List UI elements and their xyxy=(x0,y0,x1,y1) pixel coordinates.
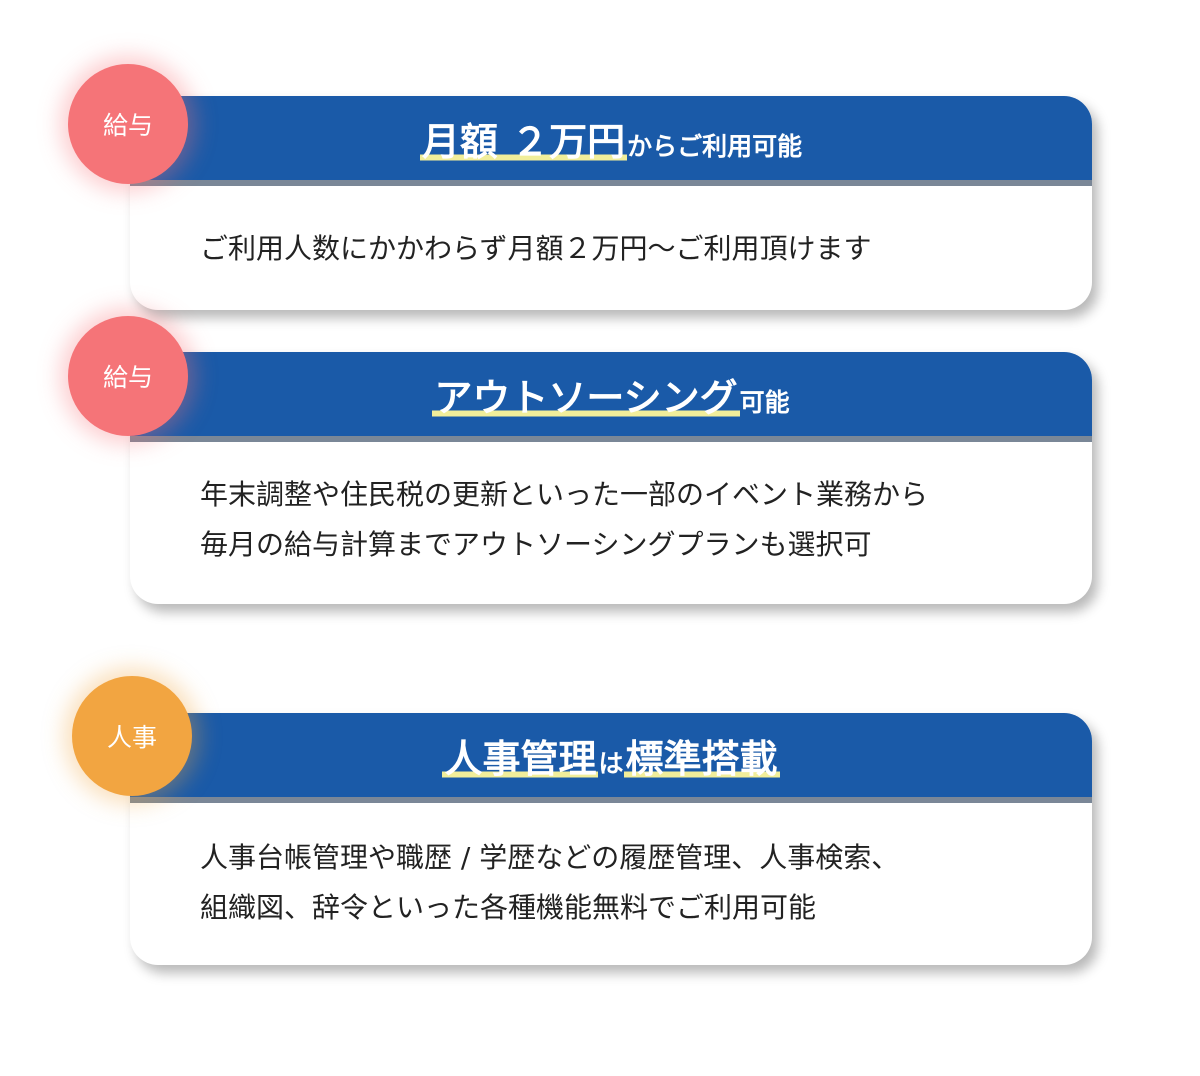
badge-hr: 人事 xyxy=(72,676,192,796)
card-title: 月額 ２万円からご利用可能 xyxy=(130,111,1092,166)
feature-card-hr: 人事管理は標準搭載 人事台帳管理や職歴 / 学歴などの履歴管理、人事検索、 組織… xyxy=(130,713,1092,965)
title-highlight: アウトソーシング xyxy=(432,376,740,420)
card-title: アウトソーシング可能 xyxy=(130,367,1092,422)
feature-card-outsourcing: アウトソーシング可能 年末調整や住民税の更新といった一部のイベント業務から 毎月… xyxy=(130,352,1092,604)
title-highlight: 月額 ２万円 xyxy=(419,120,628,164)
badge-salary: 給与 xyxy=(68,64,188,184)
card-body: ご利用人数にかかわらず月額２万円〜ご利用頂けます xyxy=(130,186,1092,274)
title-highlight: 標準搭載 xyxy=(623,737,780,781)
card-body: 人事台帳管理や職歴 / 学歴などの履歴管理、人事検索、 組織図、辞令といった各種… xyxy=(130,803,1092,933)
card-header: 人事管理は標準搭載 xyxy=(130,713,1092,803)
title-connector: は xyxy=(598,749,624,778)
body-line: 組織図、辞令といった各種機能無料でご利用可能 xyxy=(200,891,817,924)
body-line: 年末調整や住民税の更新といった一部のイベント業務から xyxy=(200,478,929,511)
title-suffix: からご利用可能 xyxy=(627,132,803,161)
card-title: 人事管理は標準搭載 xyxy=(130,728,1092,783)
title-highlight: 人事管理 xyxy=(442,737,599,781)
card-header: 月額 ２万円からご利用可能 xyxy=(130,96,1092,186)
body-line: ご利用人数にかかわらず月額２万円〜ご利用頂けます xyxy=(200,232,872,265)
title-suffix: 可能 xyxy=(739,388,790,417)
badge-salary: 給与 xyxy=(68,316,188,436)
card-header: アウトソーシング可能 xyxy=(130,352,1092,442)
feature-card-pricing: 月額 ２万円からご利用可能 ご利用人数にかかわらず月額２万円〜ご利用頂けます xyxy=(130,96,1092,310)
card-body: 年末調整や住民税の更新といった一部のイベント業務から 毎月の給与計算までアウトソ… xyxy=(130,442,1092,570)
body-line: 毎月の給与計算までアウトソーシングプランも選択可 xyxy=(200,528,872,561)
body-line: 人事台帳管理や職歴 / 学歴などの履歴管理、人事検索、 xyxy=(200,841,900,874)
